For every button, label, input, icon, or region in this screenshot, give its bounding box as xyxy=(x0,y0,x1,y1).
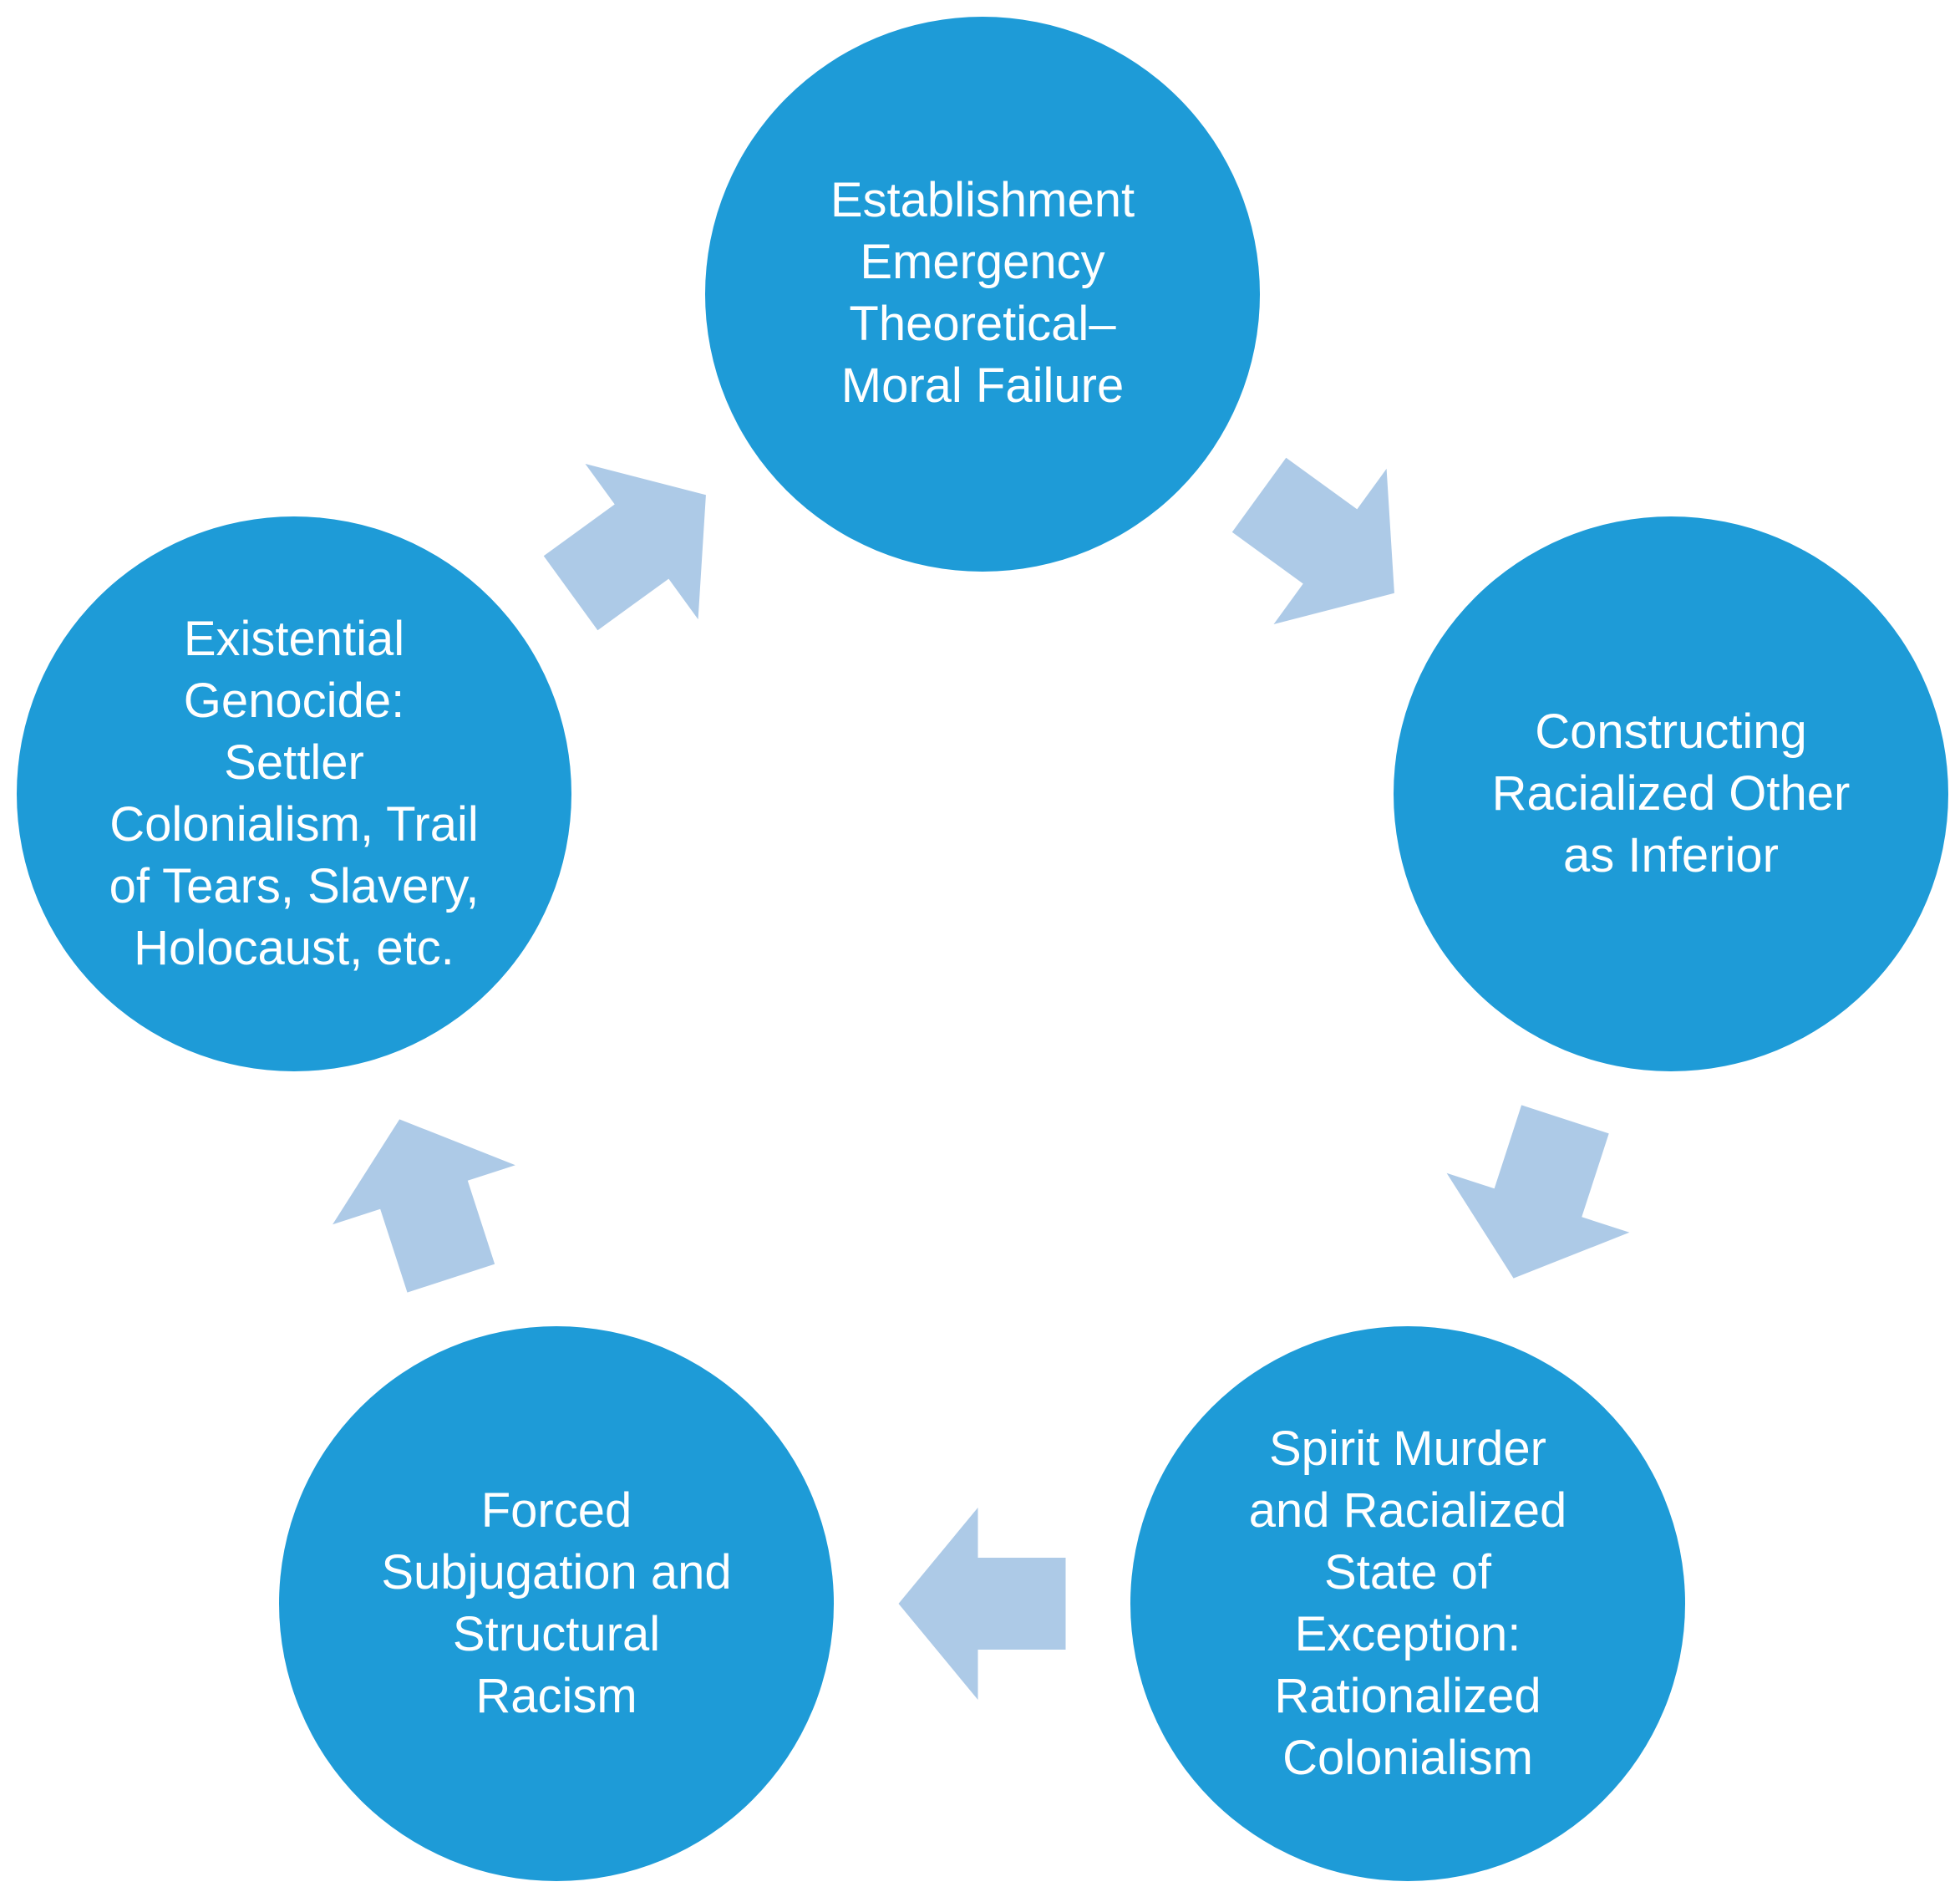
arrow-constructing-racialized-other-to-spirit-murder xyxy=(1446,1105,1630,1279)
node-label-forced-subjugation: Forced Subjugation and Structural Racism xyxy=(381,1483,732,1723)
arrow-establishment-emergency-to-constructing-racialized-other xyxy=(1231,457,1394,625)
node-label-constructing-racialized-other: Constructing Racialized Other as Inferio… xyxy=(1491,704,1851,882)
node-circle-forced-subjugation xyxy=(279,1326,834,1881)
node-circle-spirit-murder xyxy=(1130,1326,1685,1881)
node-label-establishment-emergency: Establishment Emergency Theoretical– Mor… xyxy=(830,173,1135,413)
node-label-spirit-murder: Spirit Murder and Racialized State of Ex… xyxy=(1248,1421,1567,1785)
arrow-forced-subjugation-to-existential-genocide xyxy=(333,1119,515,1293)
node-circle-establishment-emergency xyxy=(705,17,1260,572)
node-group xyxy=(17,17,1948,1881)
node-circle-existential-genocide xyxy=(17,516,571,1071)
arrow-existential-genocide-to-establishment-emergency xyxy=(543,463,706,631)
arrow-spirit-murder-to-forced-subjugation xyxy=(898,1508,1066,1700)
arrow-group xyxy=(333,457,1630,1700)
node-circle-constructing-racialized-other xyxy=(1394,516,1948,1071)
node-label-existential-genocide: Existential Genocide: Settler Colonialis… xyxy=(109,612,480,975)
